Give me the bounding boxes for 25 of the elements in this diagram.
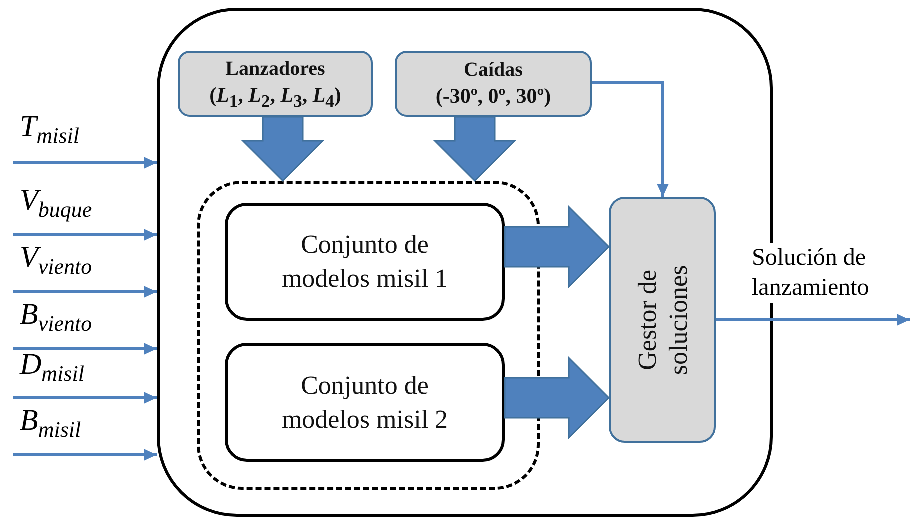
solution-manager-box (609, 197, 716, 443)
node-text: (-30º, 0º, 30º) (436, 83, 552, 110)
node-text: Lanzadores (226, 56, 326, 82)
arrow (13, 286, 157, 298)
arrow (716, 314, 910, 326)
node-text: Caídas (464, 58, 523, 84)
model-group-box (197, 181, 540, 490)
arrow (13, 157, 157, 169)
node-text: Conjunto de modelos misil 2 (280, 370, 450, 436)
node-text: Conjunto de modelos misil 1 (280, 229, 450, 295)
arrow (13, 449, 157, 461)
arrow (13, 343, 157, 355)
launcher-box (178, 51, 373, 117)
arrow (592, 82, 669, 197)
block-arrow (433, 116, 517, 182)
block-arrow (241, 116, 325, 182)
block-arrow (504, 356, 610, 440)
node-text: (L$_{1}$, L$_{2}$, L$_{3}$, L$_{4}$) (210, 82, 342, 112)
arrow (13, 392, 157, 404)
block-arrow (504, 205, 610, 289)
drop-angle-box (395, 51, 592, 117)
model-box (225, 203, 505, 321)
model-box (225, 343, 505, 462)
node-text: Gestor de soluciones (631, 264, 694, 377)
arrow (13, 229, 157, 241)
